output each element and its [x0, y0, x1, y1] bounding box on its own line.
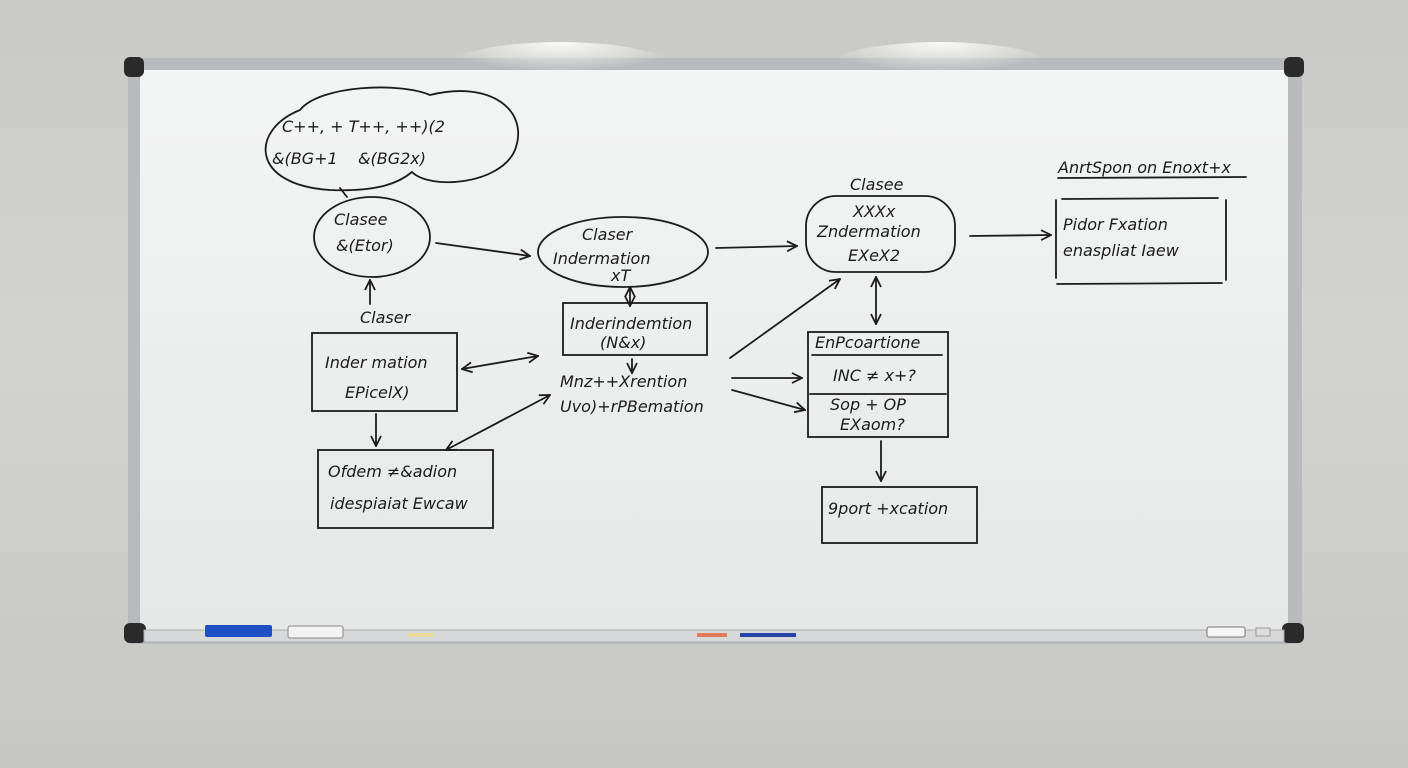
blue-pen[interactable] [740, 633, 796, 637]
cloud-text-line1: C++, + T++, ++)(2 [282, 117, 445, 136]
double-arrow [446, 395, 550, 450]
box-text: (N&x) [600, 333, 646, 352]
box-text: enaspliat Iaew [1063, 241, 1180, 260]
node-text: Clasee [334, 210, 388, 229]
frame-corner [1282, 623, 1304, 643]
node-text: EXeX2 [848, 246, 900, 265]
box-text: INC ≠ x+? [833, 366, 916, 385]
arrow-right [435, 242, 530, 256]
node-text: xT [610, 266, 631, 285]
red-marker[interactable] [697, 633, 727, 637]
node-text: Claser [582, 225, 634, 244]
node-label: Clasee [850, 175, 904, 194]
box-inderindemtion: Inderindemtion (N&x) [562, 302, 708, 356]
box-indermation: Inder mation EPicelX) [311, 332, 458, 412]
box-enpcoartione: EnPcoartione INC ≠ x+? Sop + OP EXaom? [807, 331, 949, 438]
node-clasee-right: Clasee XXXx Zndermation EXeX2 [805, 175, 956, 273]
box-9port: 9port +xcation [821, 486, 978, 544]
small-eraser[interactable] [1206, 626, 1246, 638]
light-glare [820, 42, 1060, 102]
cloud-text-line2: &(BG+1 &(BG2x) [272, 149, 426, 168]
free-text: Uvo)+rPBemation [560, 397, 704, 416]
box-ofdem: Ofdem ≠&adion idespiaiat Ewcaw [317, 449, 494, 529]
frame-corner [124, 623, 146, 643]
frame-corner [1284, 57, 1304, 77]
box-text: idespiaiat Ewcaw [330, 494, 469, 513]
marker-stub [1255, 627, 1271, 637]
whiteboard [124, 42, 1304, 644]
box-text: Sop + OP [830, 395, 906, 414]
node-text: XXXx [852, 202, 896, 221]
box-text: 9port +xcation [828, 499, 948, 518]
box-text: Pidor Fxation [1063, 215, 1168, 234]
free-text: Mnz++Xrention [560, 372, 687, 391]
box-text: EXaom? [840, 415, 905, 434]
right-heading: AnrtSpon on Enoxt+x [1057, 158, 1231, 177]
node-clasee-left: Clasee &(Etor) [313, 196, 431, 278]
box-pidor: Pidor Fxation enaspliat Iaew [1055, 197, 1227, 285]
box-text: Inderindemtion [570, 314, 692, 333]
arrow-diagonal [729, 279, 840, 359]
blue-marker[interactable] [205, 625, 272, 637]
box-header: EnPcoartione [815, 333, 921, 352]
double-arrow [462, 356, 538, 369]
box-text: Inder mation [325, 353, 428, 372]
node-text: Indermation [553, 249, 650, 268]
cloud-node: C++, + T++, ++)(2 &(BG+1 &(BG2x) [264, 86, 520, 192]
node-claser-center: Claser Indermation xT [537, 216, 709, 288]
light-glare [440, 42, 680, 102]
arrow-right [969, 235, 1051, 236]
eraser[interactable] [287, 625, 344, 639]
frame-corner [124, 57, 144, 77]
connector-line [339, 187, 348, 198]
box-text: EPicelX) [345, 383, 410, 402]
node-text: Zndermation [816, 222, 921, 241]
marker-cap [408, 633, 434, 637]
arrow-right [731, 389, 805, 410]
heading-underline [1057, 176, 1247, 179]
node-text: &(Etor) [336, 236, 394, 255]
box-text: Ofdem ≠&adion [328, 462, 457, 481]
arrow-right [715, 246, 797, 248]
label-claser: Claser [360, 308, 412, 327]
board-surface [140, 70, 1288, 630]
